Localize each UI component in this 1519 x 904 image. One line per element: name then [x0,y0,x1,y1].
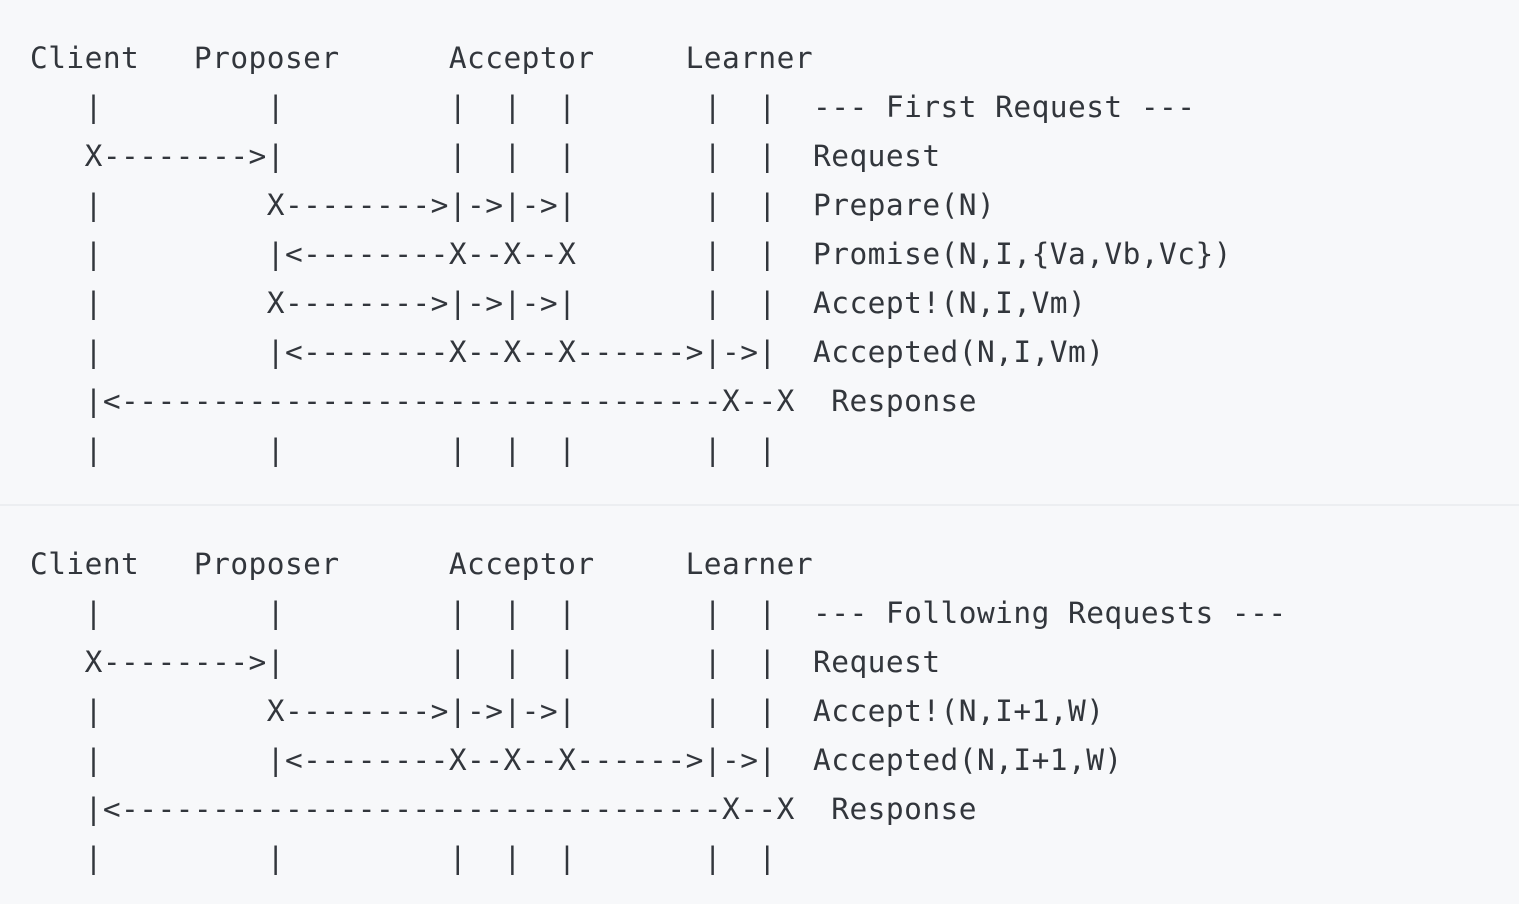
following-requests-block: Client Proposer Acceptor Learner | | | |… [0,506,1519,904]
following-requests-ascii-art: Client Proposer Acceptor Learner | | | |… [30,540,1519,883]
message-row-request: X-------->| | | | | | Request [30,139,941,173]
message-row-request: X-------->| | | | | | Request [30,645,941,679]
message-row-prepare: | X-------->|->|->| | | Prepare(N) [30,188,996,222]
message-row-accepted: | |<--------X--X--X------>|->| Accepted(… [30,335,1105,369]
lifeline-footer-row: | | | | | | | [30,841,777,875]
message-row-response: |<---------------------------------X--X … [30,384,977,418]
header-row: Client Proposer Acceptor Learner [30,41,814,75]
header-row: Client Proposer Acceptor Learner [30,547,814,581]
section-label-row: | | | | | | | --- Following Requests --- [30,596,1287,630]
message-row-accepted: | |<--------X--X--X------>|->| Accepted(… [30,743,1123,777]
message-row-accept: | X-------->|->|->| | | Accept!(N,I+1,W) [30,694,1105,728]
message-row-accept: | X-------->|->|->| | | Accept!(N,I,Vm) [30,286,1087,320]
section-label-row: | | | | | | | --- First Request --- [30,90,1196,124]
message-row-response: |<---------------------------------X--X … [30,792,977,826]
first-request-block: Client Proposer Acceptor Learner | | | |… [0,34,1519,506]
first-request-ascii-art: Client Proposer Acceptor Learner | | | |… [30,34,1519,475]
message-row-promise: | |<--------X--X--X | | Promise(N,I,{Va,… [30,237,1232,271]
lifeline-footer-row: | | | | | | | [30,433,777,467]
